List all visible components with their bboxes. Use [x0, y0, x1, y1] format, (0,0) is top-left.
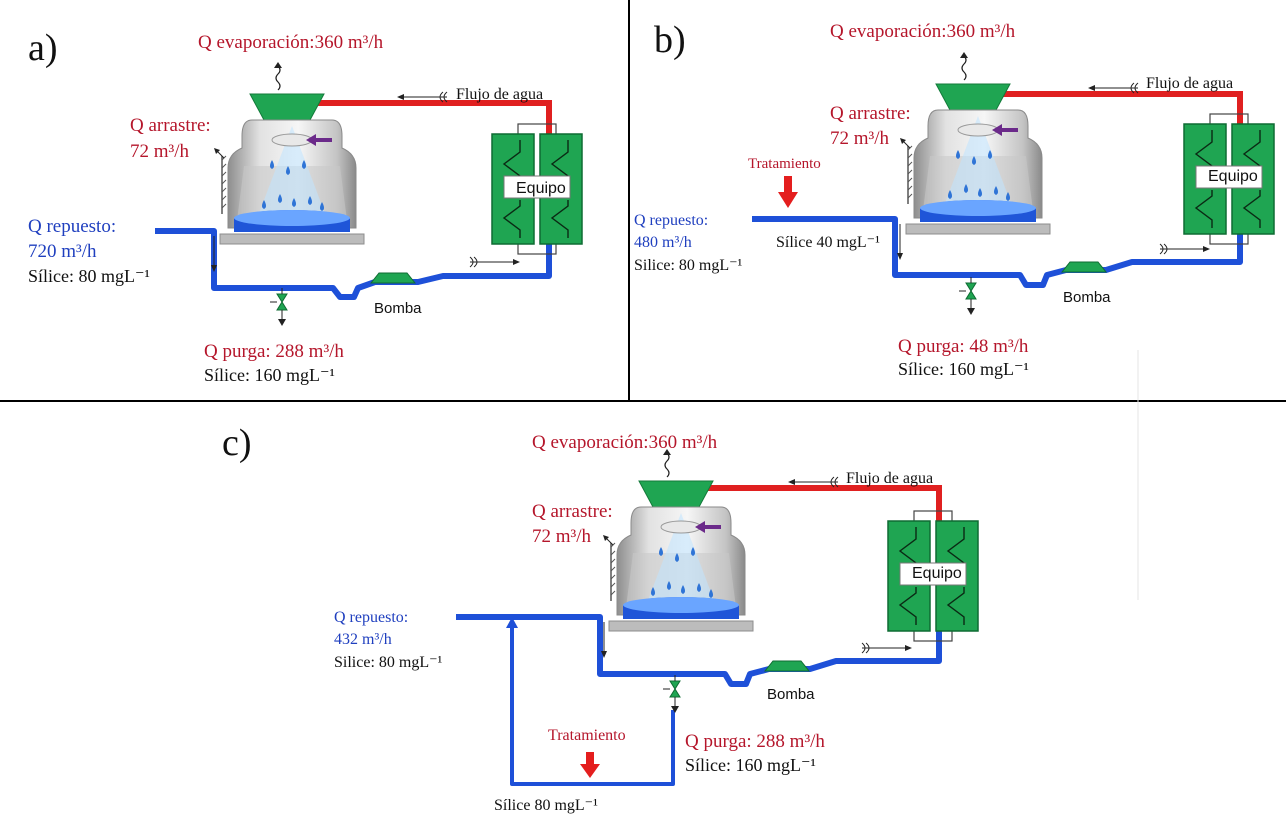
- cold-water-pipe: [752, 216, 1243, 288]
- drift-value: 72 m³/h: [130, 141, 190, 162]
- pump-label: Bomba: [1063, 289, 1111, 306]
- purge-label: Q purga: 48 m³/h: [898, 336, 1029, 357]
- purge-label: Q purga: 288 m³/h: [204, 341, 344, 362]
- makeup-label: Q repuesto:: [634, 212, 708, 229]
- cooling-tower: [898, 50, 1052, 236]
- evaporation-label: Q evaporación:360 m³/h: [198, 32, 384, 53]
- makeup-silica: Silice: 80 mgL⁻¹: [334, 654, 443, 671]
- makeup-value: 480 m³/h: [634, 234, 692, 251]
- purge-valve: [958, 276, 977, 316]
- panel-c: c) Q evaporación:360 m³/h Flujo de agua …: [222, 422, 979, 814]
- makeup-label: Q repuesto:: [28, 216, 116, 237]
- drift-label: Q arrastre:: [130, 115, 211, 136]
- treated-silica: Sílice 40 mgL⁻¹: [776, 234, 880, 251]
- bomba-pump: [764, 660, 810, 672]
- pump-label: Bomba: [374, 300, 422, 317]
- panel-label: a): [28, 27, 58, 69]
- purge-silica: Sílice: 160 mgL⁻¹: [898, 359, 1029, 379]
- treatment-arrow: [784, 176, 792, 194]
- cooling-tower: [212, 60, 366, 246]
- makeup-label: Q repuesto:: [334, 609, 408, 626]
- equipo-label: Equipo: [1208, 168, 1258, 185]
- makeup-silica: Sílice: 80 mgL⁻¹: [28, 266, 150, 286]
- equipo-label: Equipo: [912, 565, 962, 582]
- makeup-value: 720 m³/h: [28, 241, 97, 262]
- flow-arrow: [1159, 243, 1211, 255]
- drift-value: 72 m³/h: [532, 526, 592, 547]
- pump-label: Bomba: [767, 686, 815, 703]
- treatment-loop-pipe: [510, 625, 675, 786]
- treatment-label: Tratamiento: [748, 156, 821, 172]
- purge-valve: [662, 674, 681, 714]
- panel-b: b) Q evaporación:360 m³/h Flujo de agua …: [634, 19, 1275, 379]
- panel-label: c): [222, 422, 252, 464]
- drift-label: Q arrastre:: [830, 103, 911, 124]
- drift-label: Q arrastre:: [532, 501, 613, 522]
- evaporation-label: Q evaporación:360 m³/h: [830, 21, 1016, 42]
- makeup-silica: Silice: 80 mgL⁻¹: [634, 257, 743, 274]
- water-flow-label: Flujo de agua: [456, 86, 543, 103]
- cold-water-pipe: [456, 614, 942, 687]
- cold-water-pipe: [155, 228, 552, 300]
- panel-a: a) Q evaporación:360 m³/h Flujo de agua …: [28, 27, 583, 385]
- panel-label: b): [654, 19, 686, 61]
- bomba-pump: [370, 272, 416, 284]
- purge-silica: Sílice: 160 mgL⁻¹: [204, 365, 335, 385]
- purge-silica: Sílice: 160 mgL⁻¹: [685, 755, 816, 775]
- flow-arrow: [469, 256, 521, 268]
- purge-valve: [269, 287, 288, 327]
- treatment-arrow: [586, 752, 594, 766]
- bomba-pump: [1061, 261, 1107, 273]
- flow-arrow: [861, 642, 913, 654]
- makeup-value: 432 m³/h: [334, 631, 392, 648]
- cooling-tower: [601, 447, 755, 633]
- treated-silica: Sílice 80 mgL⁻¹: [494, 797, 598, 814]
- evaporation-label: Q evaporación:360 m³/h: [532, 432, 718, 453]
- water-flow-label: Flujo de agua: [1146, 75, 1233, 92]
- water-flow-label: Flujo de agua: [846, 470, 933, 487]
- equipo-label: Equipo: [516, 180, 566, 197]
- purge-label: Q purga: 288 m³/h: [685, 731, 825, 752]
- treatment-label: Tratamiento: [548, 727, 626, 744]
- drift-value: 72 m³/h: [830, 128, 890, 149]
